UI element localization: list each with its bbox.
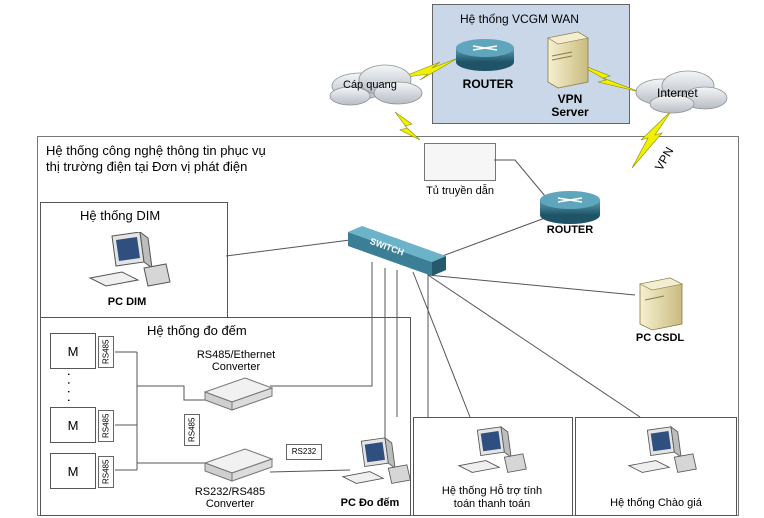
pc-metering-icon xyxy=(336,436,412,492)
converter-2-icon xyxy=(203,448,274,482)
converter-2-label-2: Converter xyxy=(205,498,255,510)
pc-metering-label: PC Đo đếm xyxy=(340,497,400,509)
csdl-server-icon xyxy=(639,277,683,331)
bidding-label: Hệ thống Chào giá xyxy=(610,497,702,509)
internet-cloud-label: Internet xyxy=(657,86,698,100)
main-router-icon xyxy=(540,191,600,224)
fiber-cloud-label: Cáp quang xyxy=(343,79,397,91)
converter-1-label-1: RS485/Ethernet xyxy=(196,349,276,361)
meter-1-rs485-tag: RS485 xyxy=(98,336,114,368)
wan-router-icon xyxy=(456,39,514,71)
vpn-server-label-1: VPN xyxy=(557,92,583,106)
pc-bidding-icon xyxy=(622,425,698,481)
wan-title: Hệ thống VCGM WAN xyxy=(460,12,579,26)
meter-3-rs485-tag: RS485 xyxy=(98,456,114,488)
transmission-cabinet-label: Tủ truyền dẫn xyxy=(426,185,494,197)
metering-title: Hệ thống đo đếm xyxy=(147,323,247,338)
support-label-2: toán thanh toán xyxy=(453,498,531,510)
plant-title-line2: thị trường điện tại Đơn vị phát điện xyxy=(46,159,248,174)
vpn-server-label-2: Server xyxy=(551,105,589,119)
pc-dim-label: PC DIM xyxy=(107,296,147,308)
rs485-side-tag: RS485 xyxy=(184,414,200,446)
converter-2-label-1: RS232/RS485 xyxy=(194,486,266,498)
pc-csdl-label: PC CSDL xyxy=(635,332,685,344)
switch-icon xyxy=(348,226,446,276)
meter-ellipsis: ····· xyxy=(62,372,78,416)
converter-1-label-2: Converter xyxy=(211,361,261,373)
vpn-server-icon xyxy=(547,31,589,89)
plant-title-line1: Hệ thống công nghệ thông tin phục vụ xyxy=(46,143,266,158)
transmission-cabinet xyxy=(424,143,496,181)
meter-1: M xyxy=(50,333,96,369)
converter-1-icon xyxy=(203,377,274,411)
meter-2: M xyxy=(50,407,96,443)
rs232-tag: RS232 xyxy=(286,444,322,460)
dim-title: Hệ thống DIM xyxy=(80,208,161,223)
main-router-label: ROUTER xyxy=(546,224,594,236)
wan-router-label: ROUTER xyxy=(462,77,514,91)
pc-support-icon xyxy=(452,425,528,481)
support-label-1: Hệ thống Hỗ trợ tính xyxy=(441,485,543,497)
meter-2-rs485-tag: RS485 xyxy=(98,410,114,442)
meter-3: M xyxy=(50,453,96,489)
pc-dim-icon xyxy=(82,232,172,294)
